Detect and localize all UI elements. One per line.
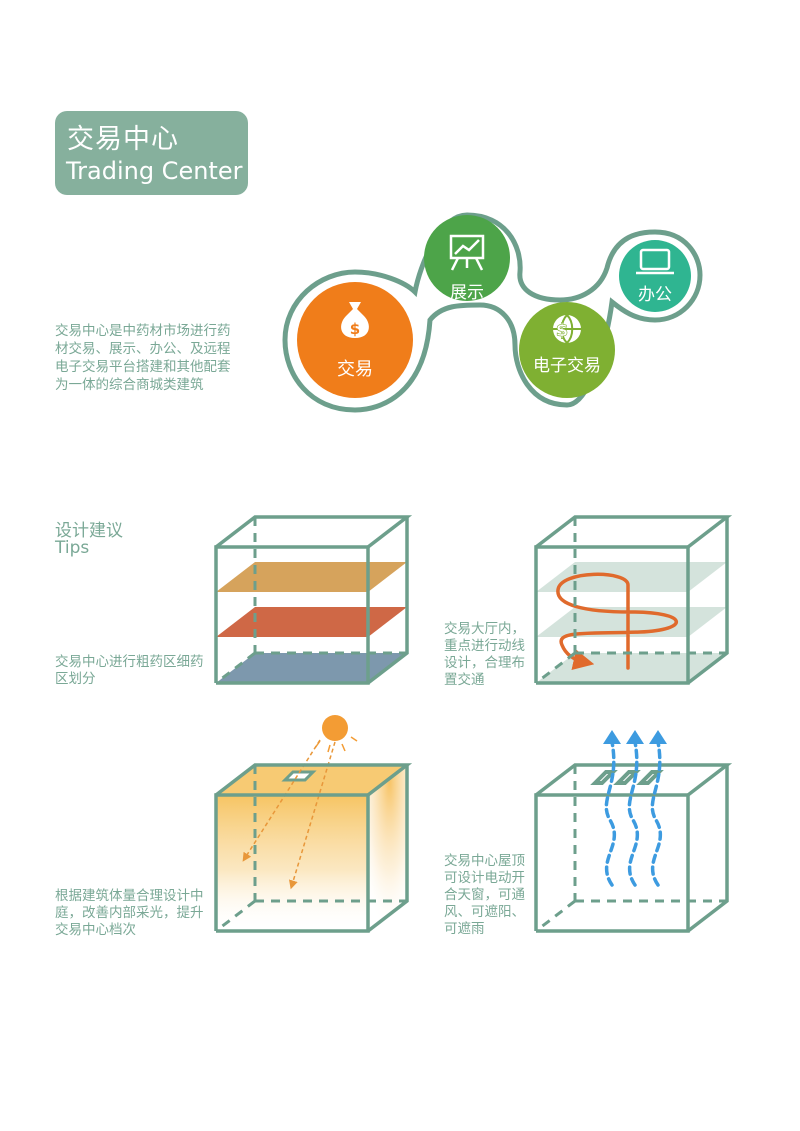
zone-layer-bottom bbox=[216, 653, 407, 683]
bubble-etrade-label: 电子交易 bbox=[533, 356, 601, 376]
tip-skylight-text: 交易中心屋顶可设计电动开合天窗，可通风、可遮阳、可遮雨 bbox=[444, 853, 525, 937]
bubble-trade bbox=[297, 282, 413, 398]
side-glow bbox=[368, 765, 407, 931]
circulation-path bbox=[556, 572, 678, 670]
roof-glow bbox=[216, 765, 407, 795]
bubble-office bbox=[619, 240, 691, 312]
title-box: 交易中心 Trading Center bbox=[55, 111, 248, 195]
title-chinese: 交易中心 bbox=[67, 124, 179, 155]
floor-plate-middle bbox=[536, 607, 727, 637]
tip-circulation-text: 交易大厅内，重点进行动线设计，合理布置交通 bbox=[444, 621, 525, 688]
sun-icon bbox=[314, 715, 358, 753]
laptop-icon bbox=[636, 248, 674, 275]
tips-title-english: Tips bbox=[55, 538, 90, 558]
svg-text:$: $ bbox=[556, 320, 569, 341]
tips-title-chinese: 设计建议 bbox=[55, 521, 123, 541]
globe-dollar-icon: $ bbox=[553, 314, 581, 344]
tip-zoning-text: 交易中心进行粗药区细药区划分 bbox=[55, 654, 204, 687]
money-bag-icon: $ bbox=[341, 302, 369, 338]
bubble-trade-label: 交易 bbox=[337, 359, 373, 380]
intro-paragraph: 交易中心是中药材市场进行药材交易、展示、办公、及远程电子交易平台搭建和其他配套为… bbox=[55, 323, 231, 393]
bubble-office-label: 办公 bbox=[638, 285, 672, 305]
cube-skylight bbox=[534, 730, 733, 933]
zone-layer-top bbox=[216, 562, 407, 592]
facade-glow bbox=[216, 795, 368, 931]
skylight-opening bbox=[281, 770, 317, 782]
roof-louvers bbox=[590, 770, 664, 785]
airflow-arrows bbox=[604, 740, 663, 887]
floor-plate-upper bbox=[536, 562, 727, 592]
title-english: Trading Center bbox=[66, 157, 243, 185]
zone-layer-middle bbox=[216, 607, 407, 637]
cube-atrium bbox=[214, 715, 413, 933]
bubble-display-label: 展示 bbox=[450, 283, 484, 303]
bubble-etrade bbox=[519, 302, 615, 398]
presentation-chart-icon bbox=[449, 234, 485, 271]
svg-text:$: $ bbox=[350, 320, 360, 338]
tip-atrium-text: 根据建筑体量合理设计中庭，改善内部采光，提升交易中心档次 bbox=[55, 888, 204, 938]
airflow-arrowheads bbox=[603, 730, 667, 744]
function-diagram: $ 交易 展示 $ 电子交易 办公 bbox=[282, 212, 703, 413]
cube-circulation bbox=[534, 515, 733, 685]
floor-plate-lower bbox=[536, 653, 727, 683]
cube-zoning bbox=[214, 515, 413, 685]
